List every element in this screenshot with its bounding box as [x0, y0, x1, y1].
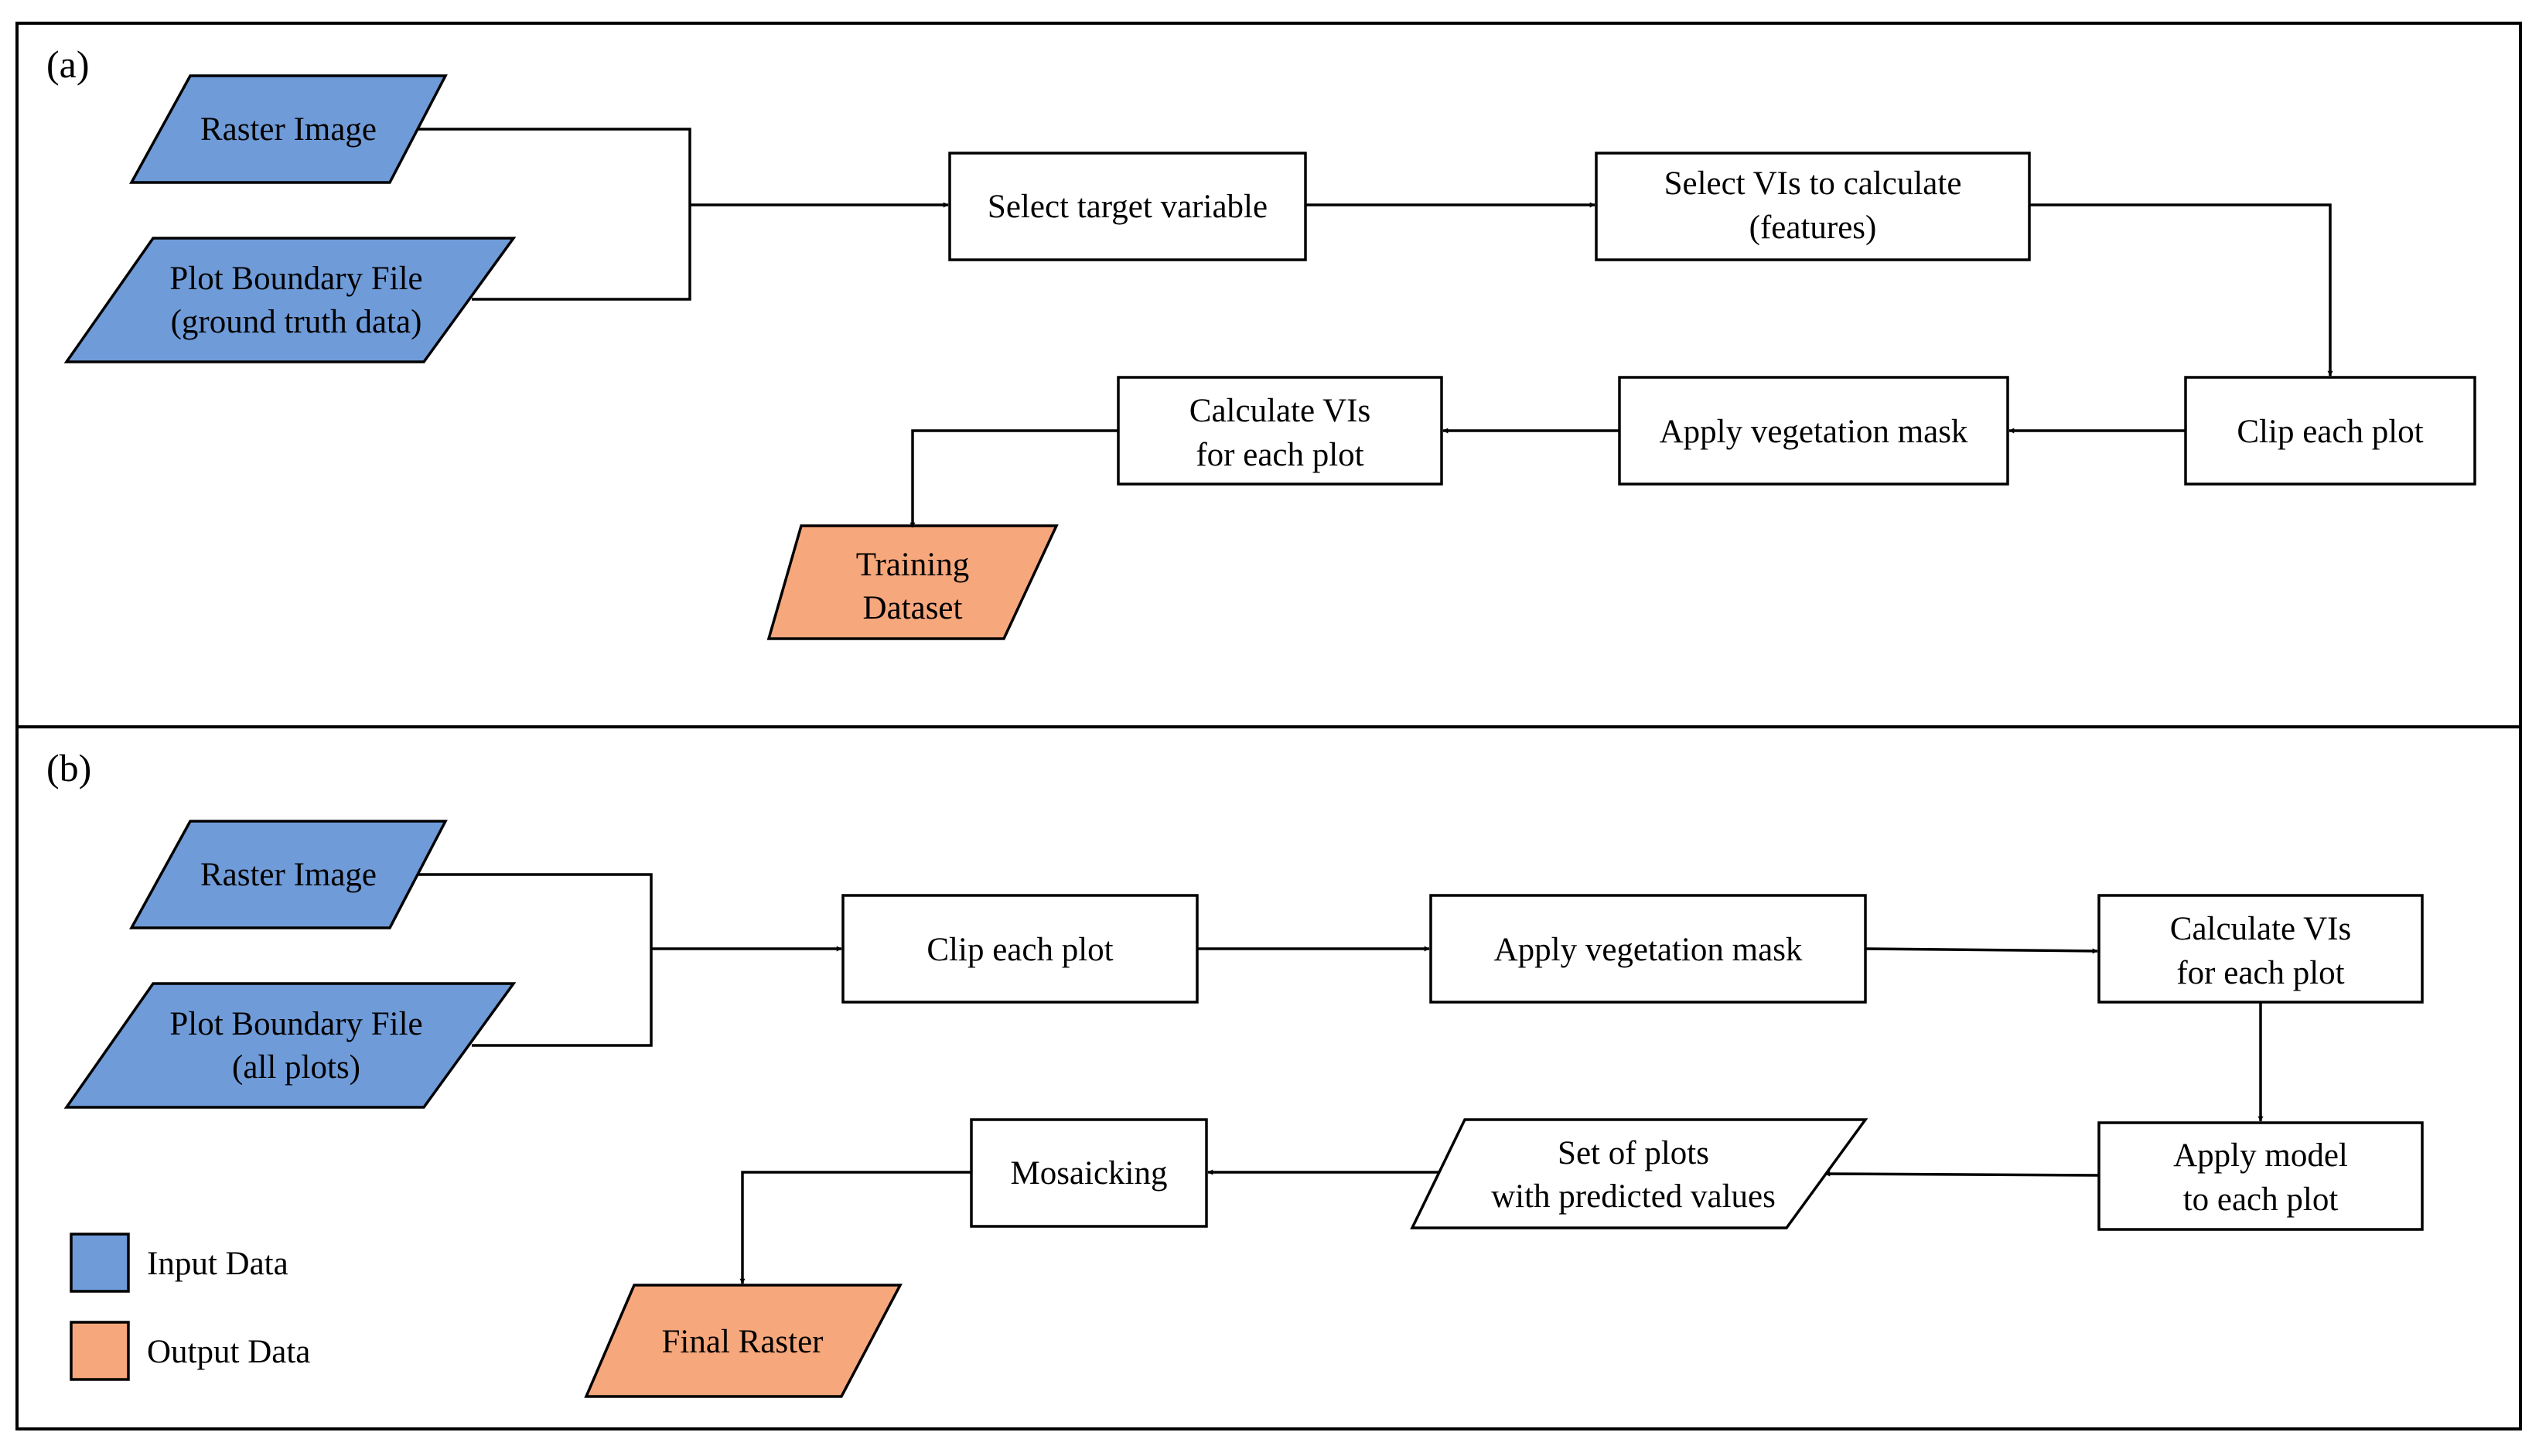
a-raster-image-shape [129, 74, 448, 184]
b-apply-model-label-2: to each plot [2183, 1182, 2339, 1218]
b-raster-image-node: Raster Image [129, 820, 448, 929]
b-raster-image-shape [129, 820, 448, 929]
b-apply-model-box [2097, 1121, 2424, 1231]
a-plot-boundary-label-1: Plot Boundary File [169, 261, 422, 297]
panel-a: (a) Raster Image Plot Boundary File (gro… [15, 22, 2522, 728]
b-mosaicking-node: Mosaicking [970, 1118, 1208, 1228]
panel-a-label: (a) [46, 43, 90, 86]
a-select-vis-node: Select VIs to calculate (features) [1595, 152, 2031, 261]
b-mosaicking-label: Mosaicking [1010, 1155, 1167, 1192]
a-clip-each-plot-box [2184, 376, 2476, 486]
b-calculate-vis-node: Calculate VIs for each plot [2097, 894, 2424, 1004]
legend: Input Data Output Data [70, 1233, 310, 1381]
a-plot-boundary-node: Plot Boundary File (ground truth data) [63, 237, 517, 363]
b-plot-boundary-label-1: Plot Boundary File [169, 1006, 422, 1042]
a-select-target-box [948, 152, 1307, 261]
a-select-target-label: Select target variable [988, 189, 1268, 225]
a-clip-each-plot-label: Clip each plot [2237, 414, 2423, 450]
b-final-raster-node: Final Raster [584, 1284, 903, 1398]
panel-b: (b) Raster Image Plot Boundary File (all… [15, 725, 2522, 1430]
a-apply-veg-mask-node: Apply vegetation mask [1618, 376, 2009, 486]
b-arrow-to-final-raster [739, 1171, 971, 1284]
b-calculate-vis-label-2: for each plot [2176, 955, 2344, 991]
a-training-dataset-shape [766, 524, 1059, 640]
a-plot-boundary-label-2: (ground truth data) [171, 304, 422, 340]
a-raster-image-node: Raster Image [129, 74, 448, 184]
b-clip-each-plot-node: Clip each plot [841, 894, 1199, 1004]
a-apply-veg-mask-label: Apply vegetation mask [1660, 414, 1968, 450]
b-calculate-vis-label-1: Calculate VIs [2170, 911, 2351, 947]
a-plot-boundary-shape [63, 237, 517, 363]
a-clip-each-plot-node: Clip each plot [2184, 376, 2476, 486]
a-training-dataset-label-2: Dataset [863, 590, 963, 626]
a-training-dataset-label-1: Training [856, 547, 970, 583]
panel-b-frame [15, 725, 2522, 1430]
b-raster-image-label: Raster Image [200, 857, 377, 893]
b-arrow-to-set-of-plots [1824, 1171, 2100, 1177]
a-calculate-vis-label-1: Calculate VIs [1189, 393, 1370, 429]
b-apply-model-label-1: Apply model [2173, 1137, 2348, 1174]
b-plot-boundary-shape [63, 982, 517, 1109]
b-arrow-to-calculate-vis [1865, 947, 2098, 954]
a-calculate-vis-label-2: for each plot [1196, 437, 1363, 473]
b-set-of-plots-label-1: Set of plots [1558, 1135, 1709, 1171]
b-mosaicking-box [970, 1118, 1208, 1228]
b-apply-veg-mask-box [1429, 894, 1867, 1004]
legend-output-swatch [70, 1321, 130, 1381]
b-set-of-plots-label-2: with predicted values [1491, 1178, 1776, 1215]
b-apply-model-node: Apply model to each plot [2097, 1121, 2424, 1231]
b-plot-boundary-node: Plot Boundary File (all plots) [63, 982, 517, 1109]
panel-b-label: (b) [46, 746, 91, 789]
b-apply-veg-mask-node: Apply vegetation mask [1429, 894, 1867, 1004]
a-select-target-node: Select target variable [948, 152, 1307, 261]
a-arrow-to-clip-each-plot [2029, 203, 2333, 377]
a-select-vis-label-2: (features) [1749, 210, 1877, 246]
b-set-of-plots-node: Set of plots with predicted values [1410, 1118, 1868, 1229]
legend-output-label: Output Data [147, 1334, 310, 1370]
b-calculate-vis-box [2097, 894, 2424, 1004]
a-calculate-vis-node: Calculate VIs for each plot [1117, 376, 1443, 486]
a-select-vis-box [1595, 152, 2031, 261]
a-edge-raster-to-junction [418, 128, 691, 205]
legend-input-swatch [70, 1233, 130, 1293]
a-training-dataset-node: Training Dataset [766, 524, 1059, 640]
a-select-vis-label-1: Select VIs to calculate [1664, 165, 1962, 202]
a-raster-image-label: Raster Image [200, 111, 377, 148]
b-clip-each-plot-label: Clip each plot [927, 932, 1113, 968]
b-final-raster-label: Final Raster [662, 1324, 824, 1360]
b-apply-veg-mask-label: Apply vegetation mask [1494, 932, 1803, 968]
b-plot-boundary-label-2: (all plots) [232, 1049, 360, 1086]
b-final-raster-shape [584, 1284, 903, 1398]
b-set-of-plots-shape [1410, 1118, 1868, 1229]
legend-input-label: Input Data [147, 1246, 288, 1282]
a-arrow-to-training-dataset [909, 429, 1118, 528]
a-edge-boundary-to-junction [472, 205, 691, 301]
b-edge-boundary-to-junction [472, 949, 653, 1047]
b-edge-raster-to-junction [418, 873, 653, 949]
